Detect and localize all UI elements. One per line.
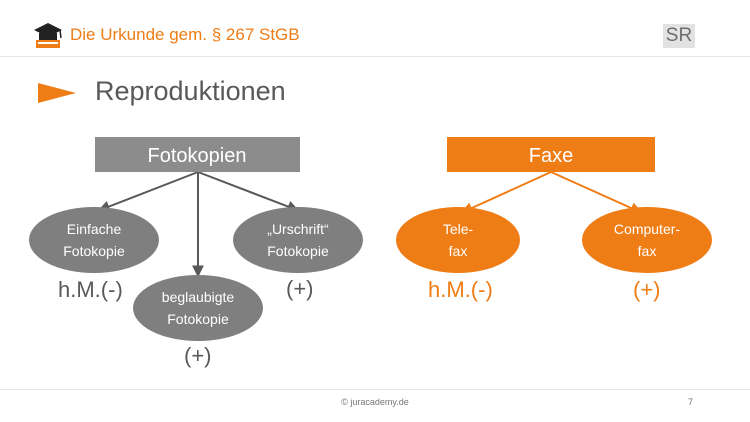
fotokopien-label: Fotokopien — [148, 145, 247, 167]
telefax-line2: fax — [449, 243, 468, 259]
telefax-line1: Tele- — [443, 221, 474, 237]
footer-divider — [0, 389, 750, 390]
page-number: 7 — [688, 397, 694, 407]
beglaubigte-fotokopie-line2: Fotokopie — [167, 311, 229, 327]
beglaubigte-fotokopie-node — [133, 275, 263, 341]
connector-line — [460, 171, 552, 214]
einfache-fotokopie-node — [29, 207, 159, 273]
urschrift-fotokopie-line1: „Urschrift“ — [267, 221, 329, 237]
telefax-node — [396, 207, 520, 273]
beglaubigte-fotokopie-verdict: (+) — [184, 343, 212, 368]
connector-line — [97, 171, 199, 213]
einfache-fotokopie-verdict: h.M.(-) — [58, 277, 123, 302]
sr-badge: SR — [663, 24, 695, 48]
computerfax-node — [582, 207, 712, 273]
graduation-cap-book-icon — [34, 23, 62, 48]
connector-line — [550, 171, 643, 214]
telefax-verdict: h.M.(-) — [428, 277, 493, 302]
section-title: Reproduktionen — [95, 76, 286, 106]
computerfax-line1: Computer- — [614, 221, 680, 237]
fotokopien-box — [95, 137, 300, 172]
einfache-fotokopie-line2: Fotokopie — [63, 243, 125, 259]
beglaubigte-fotokopie-line1: beglaubigte — [162, 289, 235, 305]
connector-line — [197, 171, 300, 213]
header-divider — [0, 56, 750, 57]
orange-arrow-icon — [38, 83, 76, 103]
header-title: Die Urkunde gem. § 267 StGB — [70, 25, 300, 44]
einfache-fotokopie-line1: Einfache — [67, 221, 122, 237]
urschrift-fotokopie-line2: Fotokopie — [267, 243, 329, 259]
urschrift-fotokopie-verdict: (+) — [286, 276, 314, 301]
computerfax-verdict: (+) — [633, 277, 661, 302]
faxe-label: Faxe — [529, 145, 573, 167]
computerfax-line2: fax — [638, 243, 657, 259]
footer-copyright: © juracademy.de — [341, 397, 409, 407]
faxe-box — [447, 137, 655, 172]
slide-header: Die Urkunde gem. § 267 StGB SR — [0, 0, 750, 60]
urschrift-fotokopie-node — [233, 207, 363, 273]
